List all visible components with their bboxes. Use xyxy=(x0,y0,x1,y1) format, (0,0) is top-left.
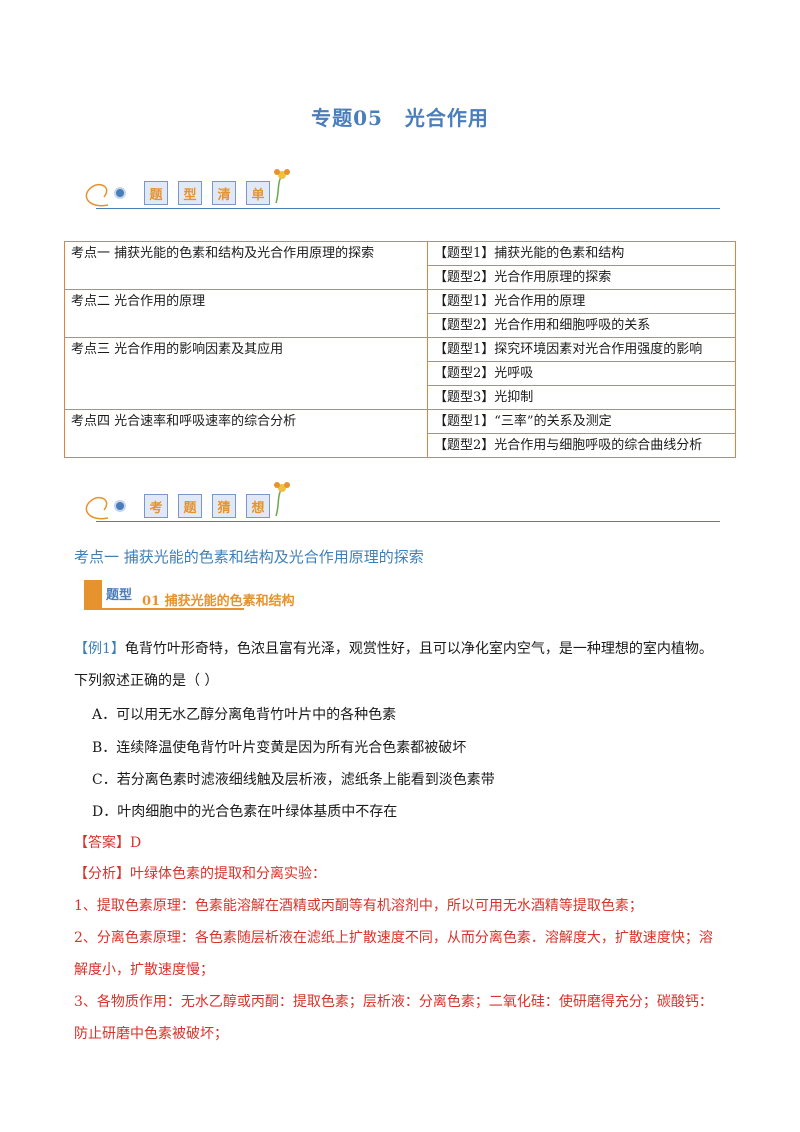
topic-table: 考点一 捕获光能的色素和结构及光合作用原理的探索 【题型1】捕获光能的色素和结构… xyxy=(64,241,736,458)
banner-question-types: 题 型 清 单 xyxy=(78,165,720,217)
banner-tile: 型 xyxy=(178,181,202,205)
topic-cell: 考点二 光合作用的原理 xyxy=(64,289,428,338)
type-label: 题型 xyxy=(106,588,133,603)
answer-line: 【答案】D xyxy=(74,833,141,853)
option-b: B．连续降温使龟背竹叶片变黄是因为所有光合色素都被破坏 xyxy=(92,740,467,756)
table-row: 考点二 光合作用的原理 【题型1】光合作用的原理 xyxy=(64,289,736,338)
banner-dot-icon xyxy=(114,187,126,199)
option-a: A．可以用无水乙醇分离龟背竹叶片中的各种色素 xyxy=(92,707,397,723)
type-cell: 【题型2】光合作用和细胞呼吸的关系 xyxy=(427,313,736,338)
topic-cell: 考点一 捕获光能的色素和结构及光合作用原理的探索 xyxy=(64,241,428,290)
banner-tile: 单 xyxy=(246,181,270,205)
type-cell: 【题型1】捕获光能的色素和结构 xyxy=(427,241,736,266)
banner-tile: 猜 xyxy=(212,494,236,518)
answer-tag: 【答案】 xyxy=(74,835,130,851)
page-title: 专题05 光合作用 xyxy=(0,102,800,131)
banner-exam-guess: 考 题 猜 想 xyxy=(78,478,720,530)
table-row: 【题型2】光呼吸 xyxy=(65,361,736,386)
analysis-line: 防止研磨中色素被破坏； xyxy=(74,1026,228,1042)
table-row: 考点三 光合作用的影响因素及其应用 【题型1】探究环境因素对光合作用强度的影响 xyxy=(64,337,736,410)
example-text: 龟背竹叶形奇特，色浓且富有光泽，观赏性好，且可以净化室内空气，是一种理想的室内植… xyxy=(124,641,713,657)
option-c: C．若分离色素时滤液细线触及层析液，滤纸条上能看到淡色素带 xyxy=(92,772,495,788)
analysis-line: 3、各物质作用：无水乙醇或丙酮：提取色素；层析液：分离色素；二氧化硅：使研磨得充… xyxy=(74,994,713,1010)
banner-tile: 清 xyxy=(212,181,236,205)
type-underline xyxy=(84,608,244,610)
topic-cell: 考点三 光合作用的影响因素及其应用 xyxy=(64,337,428,410)
banner-swirl-icon xyxy=(85,482,290,520)
type-cell: 【题型2】光呼吸 xyxy=(427,361,736,386)
banner-tile: 题 xyxy=(144,181,168,205)
topic-cell: 考点四 光合速率和呼吸速率的综合分析 xyxy=(64,409,428,458)
table-row: 考点一 捕获光能的色素和结构及光合作用原理的探索 【题型1】捕获光能的色素和结构 xyxy=(64,241,736,290)
banner-line xyxy=(96,207,720,209)
option-d: D．叶肉细胞中的光合色素在叶绿体基质中不存在 xyxy=(92,804,398,820)
table-row: 考点四 光合速率和呼吸速率的综合分析 【题型1】“三率”的关系及测定 xyxy=(64,409,736,458)
type-cell: 【题型3】光抑制 xyxy=(427,385,736,410)
banner-swirl-icon xyxy=(85,169,290,207)
type-heading: 题型 01 捕获光能的色素和结构 xyxy=(84,580,384,610)
analysis-text: 叶绿体色素的提取和分离实验： xyxy=(130,866,326,882)
analysis-line: 1、提取色素原理：色素能溶解在酒精或丙酮等有机溶剂中，所以可用无水酒精等提取色素… xyxy=(74,898,643,914)
type-marker-icon xyxy=(84,580,102,608)
title-number: 专题05 xyxy=(311,106,383,130)
banner-dot-icon xyxy=(114,500,126,512)
type-cell: 【题型1】“三率”的关系及测定 xyxy=(427,409,736,434)
banner-tile: 题 xyxy=(178,494,202,518)
type-cell: 【题型2】光合作用与细胞呼吸的综合曲线分析 xyxy=(427,433,736,458)
table-row: 【题型2】光合作用与细胞呼吸的综合曲线分析 xyxy=(65,433,736,458)
table-row: 【题型2】光合作用原理的探索 xyxy=(65,265,736,290)
banner-line xyxy=(96,520,720,522)
banner-tile: 想 xyxy=(246,494,270,518)
type-cell: 【题型1】探究环境因素对光合作用强度的影响 xyxy=(427,337,736,362)
banner-tile: 考 xyxy=(144,494,168,518)
type-cell: 【题型1】光合作用的原理 xyxy=(427,289,736,314)
type-cell: 【题型2】光合作用原理的探索 xyxy=(427,265,736,290)
analysis-line: 【分析】叶绿体色素的提取和分离实验： xyxy=(74,864,326,884)
analysis-tag: 【分析】 xyxy=(74,866,130,882)
title-text: 光合作用 xyxy=(404,106,489,130)
example-line-1: 【例1】龟背竹叶形奇特，色浓且富有光泽，观赏性好，且可以净化室内空气，是一种理想… xyxy=(74,639,713,659)
answer-value: D xyxy=(130,835,142,851)
analysis-line: 解度小，扩散速度慢； xyxy=(74,962,214,978)
table-row: 【题型3】光抑制 xyxy=(65,385,736,410)
section-heading: 考点一 捕获光能的色素和结构及光合作用原理的探索 xyxy=(74,548,424,566)
analysis-line: 2、分离色素原理：各色素随层析液在滤纸上扩散速度不同，从而分离色素．溶解度大，扩… xyxy=(74,930,713,946)
example-tag: 【例1】 xyxy=(74,641,125,657)
type-title: 01 捕获光能的色素和结构 xyxy=(142,594,295,609)
example-line-2: 下列叙述正确的是（ ） xyxy=(74,673,219,689)
